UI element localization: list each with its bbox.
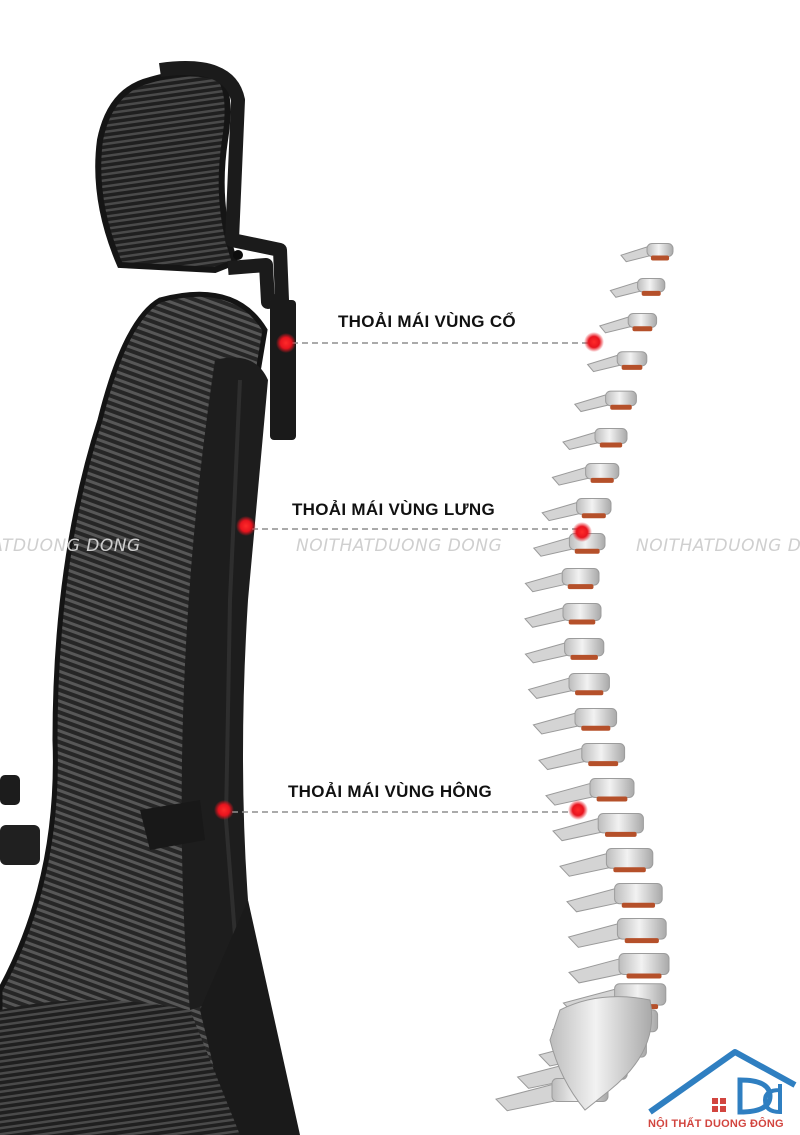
spine-disc [621,364,643,370]
callout-label-neck: THOẢI MÁI VÙNG CỔ [338,312,516,331]
spine-disc [632,326,653,332]
watermark-center: NOITHATDUONG DONG [296,536,503,556]
spine-vertebra [589,778,635,798]
armrest [0,775,205,865]
spine-vertebra [616,918,667,940]
spine-disc [596,796,628,802]
spine-vertebra [581,743,626,763]
spine-vertebra [614,883,663,905]
spine-disc [621,902,656,908]
spine-disc [588,761,619,767]
spine-disc [650,255,670,261]
spine-disc [641,290,661,296]
dot-spine-neck [584,332,604,352]
spine-vertebra [576,498,612,515]
spine-vertebra [585,463,620,480]
watermark-right: NOITHATDUONG D [636,536,800,556]
callout-lines [232,342,590,813]
spine-disc [626,973,662,979]
spine-disc [574,548,600,554]
spine-disc [590,477,614,483]
spine-disc [575,690,604,696]
dot-chair-hip [214,800,234,820]
spine-disc [610,404,632,410]
spine-disc [567,584,594,590]
spine-vertebra [562,603,602,621]
dot-chair-neck [276,333,296,353]
spine-disc [624,938,659,944]
spine-disc [581,513,606,519]
spine-vertebra [574,708,618,728]
callout-dots [214,332,604,820]
spine-vertebra [627,313,658,328]
headrest-bracket [270,300,296,440]
spine-disc [581,725,611,731]
spine-vertebra [616,351,648,367]
spine [495,243,674,1112]
spine-vertebra [564,638,605,657]
spine-vertebra [561,568,600,586]
callout-label-hip: THOẢI MÁI VÙNG HÔNG [288,782,493,801]
seat [0,1000,240,1135]
spine-disc [613,867,646,873]
spine-vertebra [646,243,674,257]
spine-sacrum [549,996,653,1111]
spine-vertebra [597,813,644,834]
spine-vertebra [637,278,666,293]
spine-vertebra [618,953,670,975]
brand-logo [648,1049,797,1115]
spine-vertebra [605,390,637,407]
brand-name: NỘI THẤT DUONG ĐÔNG [648,1118,784,1130]
spine-disc [599,442,623,448]
callout-label-back: THOẢI MÁI VÙNG LƯNG [292,500,496,519]
dot-spine-back [572,522,592,542]
headrest [95,61,289,309]
dot-spine-hip [568,800,588,820]
spine-disc [568,619,596,625]
spine-disc [570,654,598,660]
dot-chair-back [236,516,256,536]
spine-vertebra [568,673,610,692]
spine-vertebra [594,428,628,444]
spine-vertebra [605,848,654,869]
watermark-left: HATDUONG DONG [0,536,141,556]
spine-disc [604,831,637,837]
